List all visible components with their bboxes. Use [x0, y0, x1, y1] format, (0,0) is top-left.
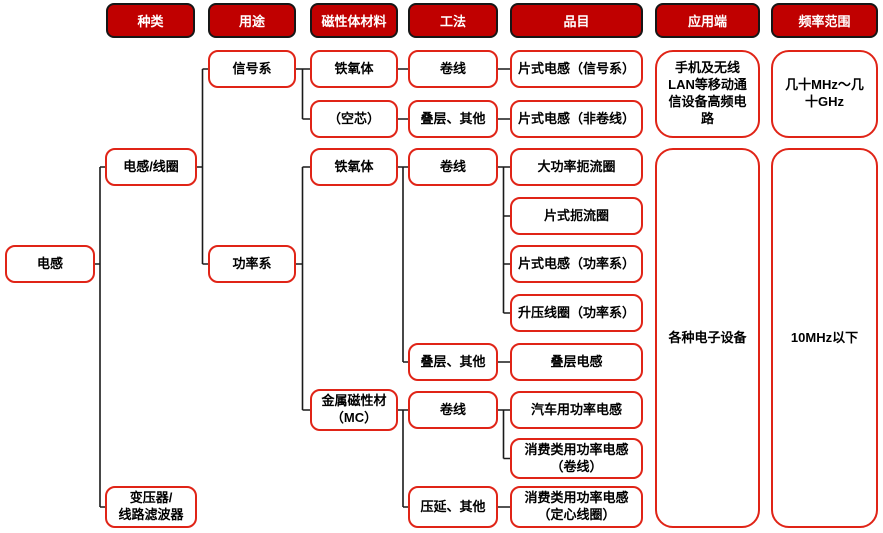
- header-magnetic-material-label: 磁性体材料: [321, 14, 387, 29]
- node-frequency-high-line1: 几十MHz～几: [785, 77, 864, 93]
- node-wound-3: 卷线: [408, 391, 498, 429]
- node-ferrite-signal-label: 铁氧体: [334, 60, 374, 76]
- node-application-general-label: 各种电子设备: [668, 329, 747, 345]
- node-frequency-high: 几十MHz～几 十GHz: [771, 50, 878, 138]
- header-magnetic-material: 磁性体材料: [310, 3, 398, 38]
- node-transformer-filter-line2: 线路滤波器: [118, 507, 184, 522]
- node-chip-choke-label: 片式扼流圈: [543, 207, 609, 223]
- node-chip-inductor-signal-label: 片式电感（信号系）: [517, 60, 635, 76]
- node-consumer-power-inductor-core-line1: 消费类用功率电感: [524, 490, 629, 506]
- header-process-label: 工法: [439, 14, 466, 29]
- node-chip-inductor-power: 片式电感（功率系）: [510, 245, 643, 283]
- node-signal-type-label: 信号系: [232, 60, 272, 76]
- node-metal-magnetic-line1: 金属磁性材: [321, 393, 387, 409]
- node-wound-2: 卷线: [408, 148, 498, 186]
- node-chip-choke: 片式扼流圈: [510, 197, 643, 235]
- node-frequency-low-label: 10MHz以下: [790, 329, 859, 345]
- header-application-label: 应用端: [687, 14, 727, 29]
- node-boost-coil-power: 升压线圈（功率系）: [510, 294, 643, 332]
- node-boost-coil-power-label: 升压线圈（功率系）: [517, 304, 635, 320]
- node-application-mobile-line3: 信设备高频电: [668, 94, 747, 109]
- node-consumer-power-inductor-core-line2: （定心线圈）: [537, 507, 616, 522]
- header-process: 工法: [408, 3, 498, 38]
- node-laminated-1-label: 叠层、其他: [420, 110, 486, 126]
- node-laminated-2: 叠层、其他: [408, 343, 498, 381]
- node-application-mobile-line1: 手机及无线: [674, 60, 740, 76]
- node-inductor-coil-label: 电感/线圈: [123, 158, 179, 174]
- header-usage: 用途: [208, 3, 296, 38]
- header-category: 种类: [106, 3, 195, 38]
- node-metal-magnetic-line2: （MC）: [330, 410, 378, 425]
- header-category-label: 种类: [137, 14, 164, 29]
- node-power-type-label: 功率系: [232, 255, 272, 271]
- node-chip-inductor-nonwound: 片式电感（非卷线）: [510, 100, 643, 138]
- node-air-core-label: （空芯）: [327, 110, 380, 126]
- node-high-power-choke: 大功率扼流圈: [510, 148, 643, 186]
- node-chip-inductor-signal: 片式电感（信号系）: [510, 50, 643, 88]
- node-ferrite-power: 铁氧体: [310, 148, 398, 186]
- node-transformer-filter-line1: 变压器/: [129, 490, 173, 506]
- node-transformer-filter: 变压器/ 线路滤波器: [105, 486, 197, 528]
- node-consumer-power-inductor-wound-line2: （卷线）: [550, 458, 603, 474]
- node-signal-type: 信号系: [208, 50, 296, 88]
- node-automotive-power-inductor-label: 汽车用功率电感: [530, 401, 622, 417]
- node-application-mobile-line2: LAN等移动通: [668, 77, 747, 93]
- node-application-mobile-line4: 路: [700, 110, 714, 126]
- header-application: 应用端: [655, 3, 760, 38]
- node-laminated-inductor: 叠层电感: [510, 343, 643, 381]
- node-wound-3-label: 卷线: [439, 401, 466, 417]
- node-laminated-1: 叠层、其他: [408, 100, 498, 138]
- node-consumer-power-inductor-core: 消费类用功率电感 （定心线圈）: [510, 486, 643, 528]
- node-ferrite-signal: 铁氧体: [310, 50, 398, 88]
- node-automotive-power-inductor: 汽车用功率电感: [510, 391, 643, 429]
- node-consumer-power-inductor-wound: 消费类用功率电感 （卷线）: [510, 438, 643, 479]
- header-frequency-range-label: 频率范围: [798, 14, 851, 29]
- header-frequency-range: 频率范围: [771, 3, 878, 38]
- node-ferrite-power-label: 铁氧体: [334, 158, 374, 174]
- node-application-general: 各种电子设备: [655, 148, 760, 528]
- header-item: 品目: [510, 3, 643, 38]
- node-frequency-low: 10MHz以下: [771, 148, 878, 528]
- node-wound-1-label: 卷线: [439, 60, 466, 76]
- node-inductor-root: 电感: [5, 245, 95, 283]
- node-rolled-other-label: 压延、其他: [420, 498, 486, 514]
- node-wound-2-label: 卷线: [439, 158, 466, 174]
- node-chip-inductor-nonwound-label: 片式电感（非卷线）: [517, 110, 635, 126]
- node-high-power-choke-label: 大功率扼流圈: [537, 158, 616, 174]
- header-item-label: 品目: [563, 14, 590, 29]
- node-application-mobile: 手机及无线 LAN等移动通 信设备高频电 路: [655, 50, 760, 138]
- node-inductor-root-label: 电感: [36, 255, 63, 271]
- node-rolled-other: 压延、其他: [408, 486, 498, 528]
- header-usage-label: 用途: [238, 14, 265, 29]
- node-laminated-inductor-label: 叠层电感: [550, 353, 603, 369]
- node-consumer-power-inductor-wound-line1: 消费类用功率电感: [524, 441, 629, 457]
- node-wound-1: 卷线: [408, 50, 498, 88]
- node-power-type: 功率系: [208, 245, 296, 283]
- node-metal-magnetic: 金属磁性材 （MC）: [310, 389, 398, 431]
- node-chip-inductor-power-label: 片式电感（功率系）: [517, 255, 635, 271]
- node-laminated-2-label: 叠层、其他: [420, 353, 486, 369]
- node-inductor-coil: 电感/线圈: [105, 148, 197, 186]
- node-air-core: （空芯）: [310, 100, 398, 138]
- node-frequency-high-line2: 十GHz: [804, 94, 844, 109]
